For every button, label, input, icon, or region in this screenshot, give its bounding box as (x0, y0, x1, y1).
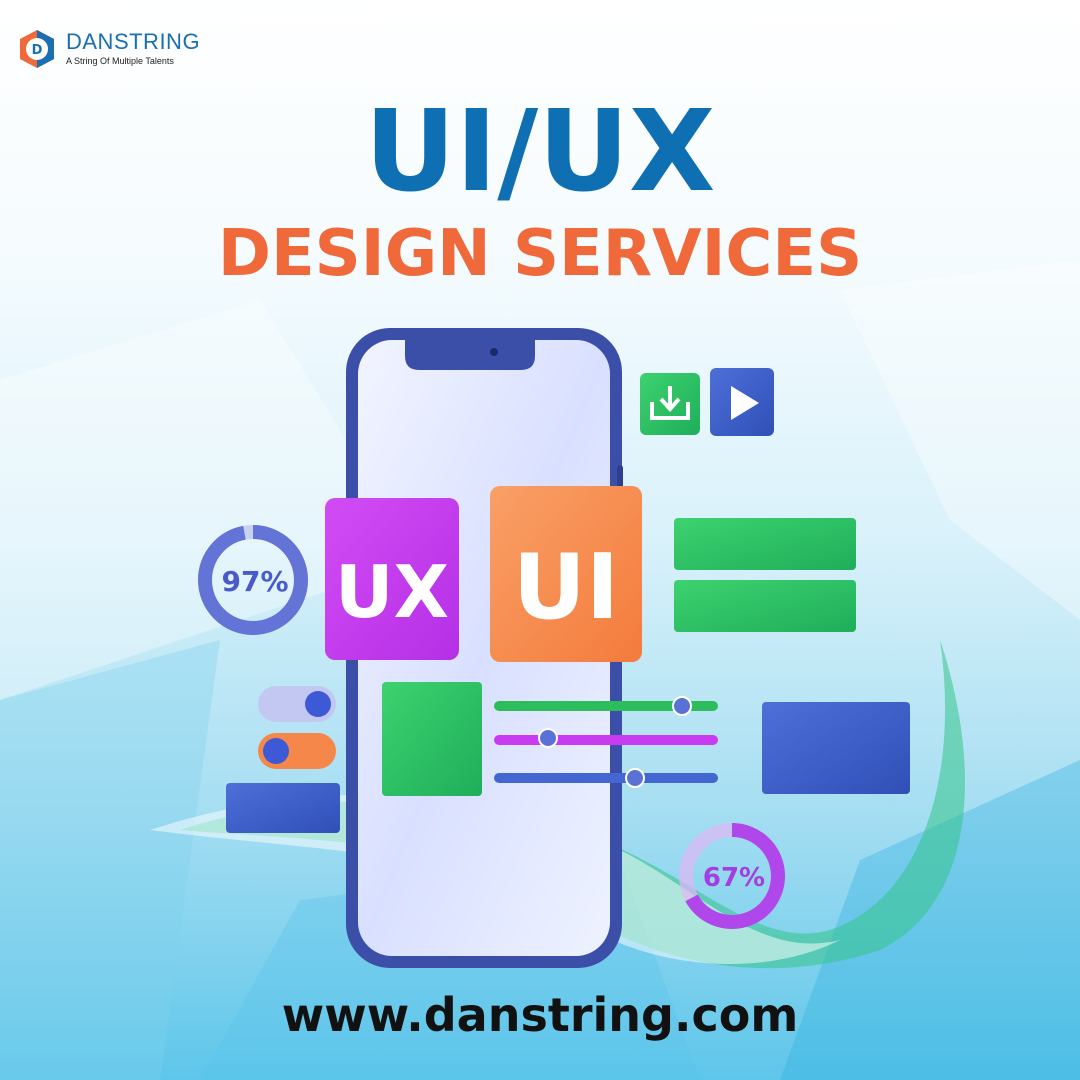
headline: UI/UX (364, 87, 716, 217)
brand-logo: D DANSTRING A String Of Multiple Talents (16, 28, 200, 70)
content-bars (674, 518, 856, 632)
slider-green (494, 696, 718, 716)
ux-badge-label: UX (335, 550, 449, 634)
brand-name: DANSTRING (66, 29, 201, 54)
slider-blue (494, 768, 718, 788)
blue-card-right (762, 702, 910, 794)
progress-ring-67: 67% (679, 823, 785, 929)
svg-text:D: D (32, 43, 43, 58)
blue-card-left (226, 783, 340, 833)
brand-tagline: A String Of Multiple Talents (66, 56, 174, 66)
toggle-switch-blue (258, 686, 336, 722)
progress-ring-97: 97% (198, 525, 308, 635)
ux-badge: UX (325, 498, 459, 660)
progress-label-97: 97% (221, 565, 288, 598)
subheadline: DESIGN SERVICES (217, 217, 863, 291)
download-icon (640, 373, 700, 435)
green-tile (382, 682, 482, 796)
progress-label-67: 67% (703, 863, 765, 893)
play-icon (710, 368, 774, 436)
slider-purple (494, 728, 718, 748)
ui-badge: UI (490, 486, 642, 662)
toggle-switch-orange (258, 733, 336, 769)
danstring-hexagon-logo-icon: D (20, 30, 54, 68)
ui-badge-label: UI (513, 535, 620, 640)
website-url: www.danstring.com (281, 988, 799, 1042)
